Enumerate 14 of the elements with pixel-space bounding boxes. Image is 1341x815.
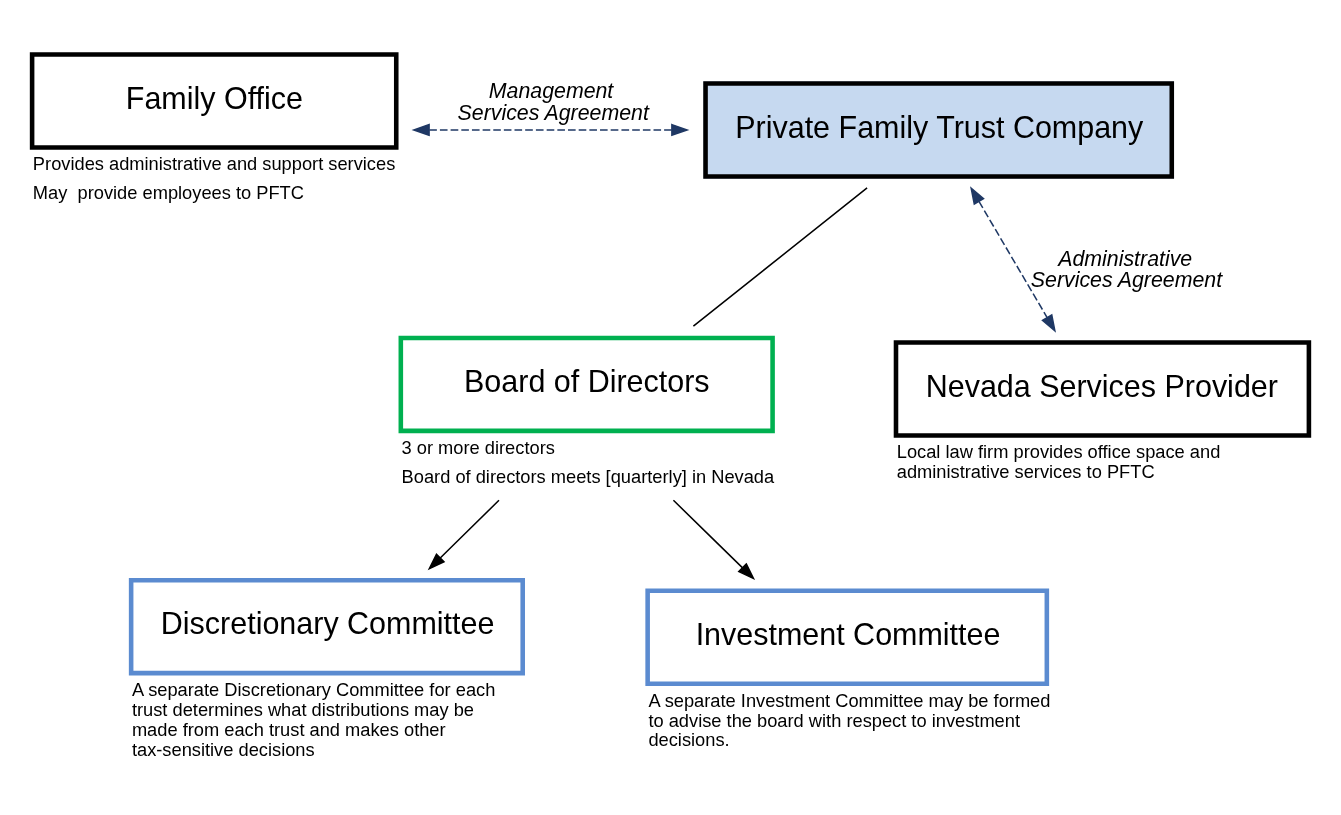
node-label: May provide employees to PFTC <box>32 181 304 203</box>
node-label: A separate Discretionary Committee for each trust determines what distributions may be made from each trust and makes other tax-sensitive decisions <box>131 678 496 760</box>
edge-label: Management Services Agreement <box>457 78 649 125</box>
node-label: Local law firm provides office space and administrative services to PFTC <box>896 440 1221 482</box>
arrow <box>411 123 690 136</box>
node-label: Board of directors meets [quarterly] in Nevada <box>401 465 775 487</box>
node-label: Provides administrative and support services <box>32 152 396 174</box>
node-label: 3 or more directors <box>401 436 555 458</box>
arrow <box>970 185 1056 333</box>
node-label: A separate Investment Committee may be formed to advise the board with respect to investment decisions. <box>648 689 1051 750</box>
connector <box>692 186 868 327</box>
arrow <box>672 499 756 580</box>
arrow <box>427 499 500 570</box>
edge-label: Administrative Services Agreement <box>1030 246 1223 292</box>
